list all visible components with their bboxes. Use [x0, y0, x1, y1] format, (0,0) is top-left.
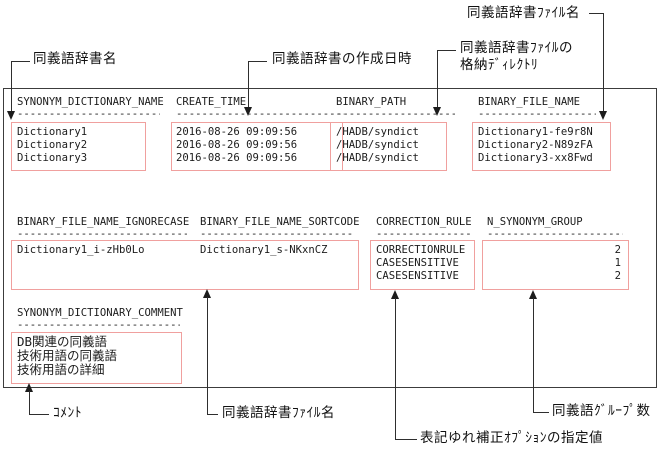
- connector-line: [207, 297, 208, 415]
- header-rule: ----------------------------------------…: [17, 228, 187, 240]
- highlight-box-binary-path: [330, 122, 447, 171]
- cell-value: CASESENSITIVE: [376, 270, 459, 282]
- col-header-binary-file-name: BINARY_FILE_NAME: [478, 96, 581, 108]
- arrow-up-icon: [529, 290, 537, 299]
- header-rule: ----------------------------------------…: [376, 228, 473, 240]
- highlight-box-comment: [11, 332, 182, 384]
- arrow-up-icon: [203, 289, 211, 298]
- col-header-n-synonym-group: N_SYNONYM_GROUP: [487, 216, 583, 228]
- cell-value: Dictionary2-N89zFA: [478, 139, 593, 151]
- highlight-box-dictionary-name: [11, 122, 146, 171]
- col-header-binary-file-name-ignorecase: BINARY_FILE_NAME_IGNORECASE: [17, 216, 190, 228]
- cell-value: 2016-08-26 09:09:56: [176, 126, 298, 138]
- connector-line: [437, 50, 456, 51]
- cell-value: 2016-08-26 09:09:56: [176, 152, 298, 164]
- cell-value: Dictionary1_s-NKxnCZ: [200, 244, 328, 256]
- arrow-up-icon: [391, 290, 399, 299]
- arrow-down-icon: [244, 107, 252, 116]
- connector-line: [603, 13, 604, 112]
- connector-line: [395, 298, 396, 440]
- label-correction-option: 表記ゆれ補正ｵﾌﾟｼｮﾝの指定値: [420, 430, 603, 446]
- col-header-synonym-dictionary-name: SYNONYM_DICTIONARY_NAME: [17, 96, 164, 108]
- cell-value: Dictionary2: [17, 139, 88, 151]
- cell-value: Dictionary3-xx8Fwd: [478, 152, 593, 164]
- header-rule: ----------------------------------------…: [478, 108, 596, 120]
- connector-line: [248, 61, 267, 62]
- label-storage-directory: 格納ﾃﾞｨﾚｸﾄﾘ: [460, 57, 539, 73]
- cell-value: 2: [614, 244, 621, 256]
- output-box: [3, 88, 657, 388]
- cell-value: /HADB/syndict: [336, 139, 419, 151]
- header-rule: ----------------------------------------…: [176, 108, 344, 120]
- connector-line: [533, 298, 534, 413]
- highlight-box-n-synonym-group: [482, 240, 629, 290]
- arrow-down-icon: [599, 111, 607, 120]
- col-header-binary-path: BINARY_PATH: [336, 96, 407, 108]
- col-header-binary-file-name-sortcode: BINARY_FILE_NAME_SORTCODE: [200, 216, 360, 228]
- label-storage-directory: 同義語辞書ﾌｧｲﾙの: [460, 40, 573, 56]
- col-header-create-time: CREATE_TIME: [176, 96, 247, 108]
- highlight-box-correction-rule: [370, 240, 475, 290]
- connector-line: [29, 414, 49, 415]
- cell-value: 1: [614, 257, 621, 269]
- cell-value: Dictionary1: [17, 126, 88, 138]
- cell-value: 2016-08-26 09:09:56: [176, 139, 298, 151]
- arrow-up-icon: [25, 383, 33, 392]
- connector-line: [589, 13, 604, 14]
- connector-line: [533, 412, 549, 413]
- cell-value: Dictionary1-fe9r8N: [478, 126, 593, 138]
- cell-value: CASESENSITIVE: [376, 257, 459, 269]
- highlight-box-ignorecase-sortcode: [11, 240, 359, 290]
- label-synonym-group-count: 同義語ｸﾞﾙｰﾌﾟ数: [552, 403, 651, 419]
- cell-value: DB関連の同義語: [17, 334, 108, 349]
- header-rule: ----------------------------------------…: [336, 108, 455, 120]
- cell-value: 2: [614, 270, 621, 282]
- connector-line: [207, 414, 218, 415]
- connector-line: [29, 391, 30, 415]
- col-header-correction-rule: CORRECTION_RULE: [376, 216, 472, 228]
- cell-value: 技術用語の同義語: [17, 348, 118, 363]
- connector-line: [11, 61, 12, 112]
- connector-line: [395, 439, 417, 440]
- label-comment: ｺﾒﾝﾄ: [53, 405, 82, 421]
- cell-value: CORRECTIONRULE: [376, 244, 466, 256]
- label-dictionary-name: 同義語辞書名: [33, 51, 117, 67]
- header-rule: ----------------------------------------…: [17, 108, 160, 120]
- cell-value: /HADB/syndict: [336, 126, 419, 138]
- col-header-synonym-dictionary-comment: SYNONYM_DICTIONARY_COMMENT: [17, 307, 183, 319]
- label-file-name-top: 同義語辞書ﾌｧｲﾙ名: [467, 5, 580, 21]
- header-rule: ----------------------------------------…: [487, 228, 623, 240]
- connector-line: [248, 61, 249, 108]
- highlight-box-create-time: [171, 122, 343, 171]
- header-rule: ----------------------------------------…: [200, 228, 354, 240]
- label-create-time: 同義語辞書の作成日時: [272, 51, 412, 67]
- arrow-down-icon: [433, 107, 441, 116]
- label-file-name-bottom: 同義語辞書ﾌｧｲﾙ名: [222, 405, 335, 421]
- cell-value: /HADB/syndict: [336, 152, 419, 164]
- connector-line: [11, 61, 30, 62]
- header-rule: ----------------------------------------…: [17, 319, 180, 331]
- cell-value: 技術用語の詳細: [17, 362, 105, 377]
- connector-line: [437, 50, 438, 108]
- highlight-box-binary-file-name: [472, 122, 611, 171]
- cell-value: Dictionary1_i-zHb0Lo: [17, 244, 145, 256]
- arrow-down-icon: [7, 111, 15, 120]
- cell-value: Dictionary3: [17, 152, 88, 164]
